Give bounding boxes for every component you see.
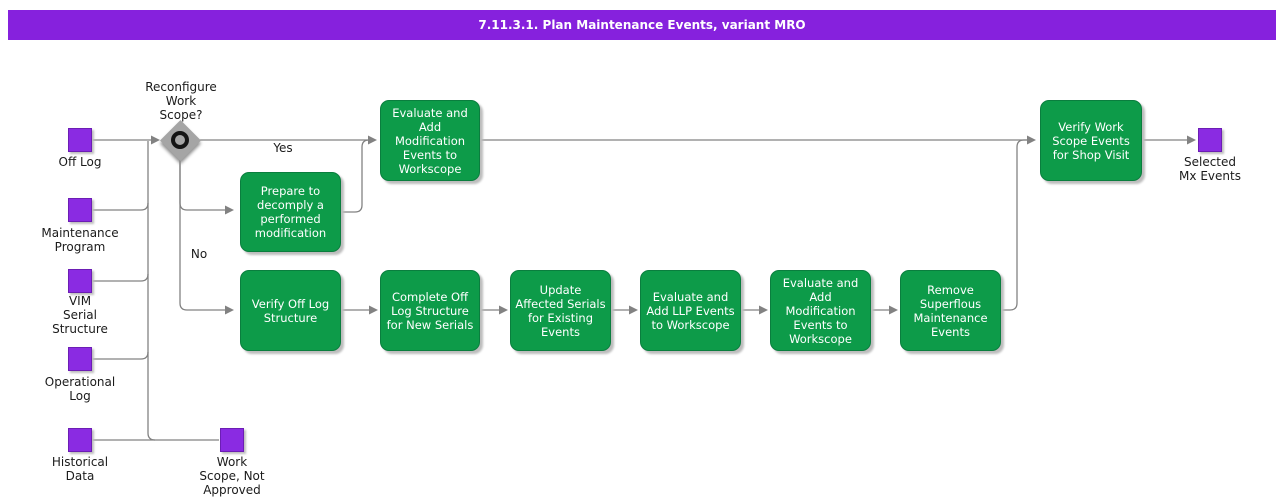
activity-evaluate-add-modification-events-bottom[interactable]: Evaluate and Add Modification Events to …	[770, 270, 871, 351]
activity-verify-off-log-structure[interactable]: Verify Off Log Structure	[240, 270, 341, 351]
diagram-title: 7.11.3.1. Plan Maintenance Events, varia…	[8, 10, 1276, 40]
arrowhead-into-prepare	[225, 205, 234, 215]
arrowhead-into-verify-work-scope	[1027, 135, 1036, 145]
data-object-operational-log[interactable]	[68, 347, 92, 371]
data-object-label-vim-serial-structure: VIM Serial Structure	[52, 294, 108, 336]
data-object-label-maintenance-program: Maintenance Program	[41, 226, 119, 254]
activity-prepare-to-decomply[interactable]: Prepare to decomply a performed modifica…	[240, 172, 341, 252]
data-object-label-selected-mx-events: Selected Mx Events	[1179, 155, 1241, 183]
arrowhead-into-llp	[629, 305, 638, 315]
data-object-historical-data[interactable]	[68, 428, 92, 452]
arrowhead-into-selected	[1187, 135, 1196, 145]
gateway-ring-icon	[171, 131, 189, 149]
activity-update-affected-serials[interactable]: Update Affected Serials for Existing Eve…	[510, 270, 611, 351]
connector-remove-output	[1001, 139, 1028, 311]
arrowhead-into-verify-off-log	[225, 305, 234, 315]
data-object-label-work-scope-not-approved: Work Scope, Not Approved	[199, 455, 265, 497]
arrowhead-into-evaluate-top	[368, 135, 377, 145]
activity-remove-superflous-maintenance-events[interactable]: Remove Superflous Maintenance Events	[900, 270, 1001, 351]
connector-to-prepare	[179, 160, 226, 211]
edge-label-no: No	[190, 247, 208, 261]
connector-input-bus	[147, 141, 156, 441]
data-object-label-historical-data: Historical Data	[51, 455, 109, 483]
data-object-maintenance-program[interactable]	[68, 198, 92, 222]
arrowhead-into-modification-bottom	[759, 305, 768, 315]
activity-verify-work-scope-events[interactable]: Verify Work Scope Events for Shop Visit	[1040, 100, 1142, 181]
connector-no-branch	[179, 160, 226, 311]
data-object-selected-mx-events[interactable]	[1198, 128, 1222, 152]
arrowhead-into-complete	[369, 305, 378, 315]
activity-complete-off-log-structure[interactable]: Complete Off Log Structure for New Seria…	[380, 270, 480, 351]
connector-maintenance-program	[92, 202, 149, 211]
edge-label-yes: Yes	[273, 141, 293, 155]
data-object-label-off-log: Off Log	[58, 155, 102, 169]
data-object-off-log[interactable]	[68, 128, 92, 152]
activity-evaluate-add-llp-events[interactable]: Evaluate and Add LLP Events to Workscope	[640, 270, 741, 351]
data-object-label-operational-log: Operational Log	[44, 375, 116, 403]
arrowhead-into-gateway	[151, 135, 160, 145]
data-object-work-scope-not-approved[interactable]	[220, 428, 244, 452]
connector-operational-log	[92, 351, 149, 360]
connector-vim-serial	[92, 273, 149, 282]
connector-prepare-output	[341, 139, 370, 213]
decision-label: Reconfigure Work Scope?	[145, 80, 217, 122]
activity-evaluate-add-modification-events-top[interactable]: Evaluate and Add Modification Events to …	[380, 100, 480, 181]
arrowhead-into-remove	[889, 305, 898, 315]
arrowhead-into-update	[499, 305, 508, 315]
data-object-vim-serial-structure[interactable]	[68, 269, 92, 293]
